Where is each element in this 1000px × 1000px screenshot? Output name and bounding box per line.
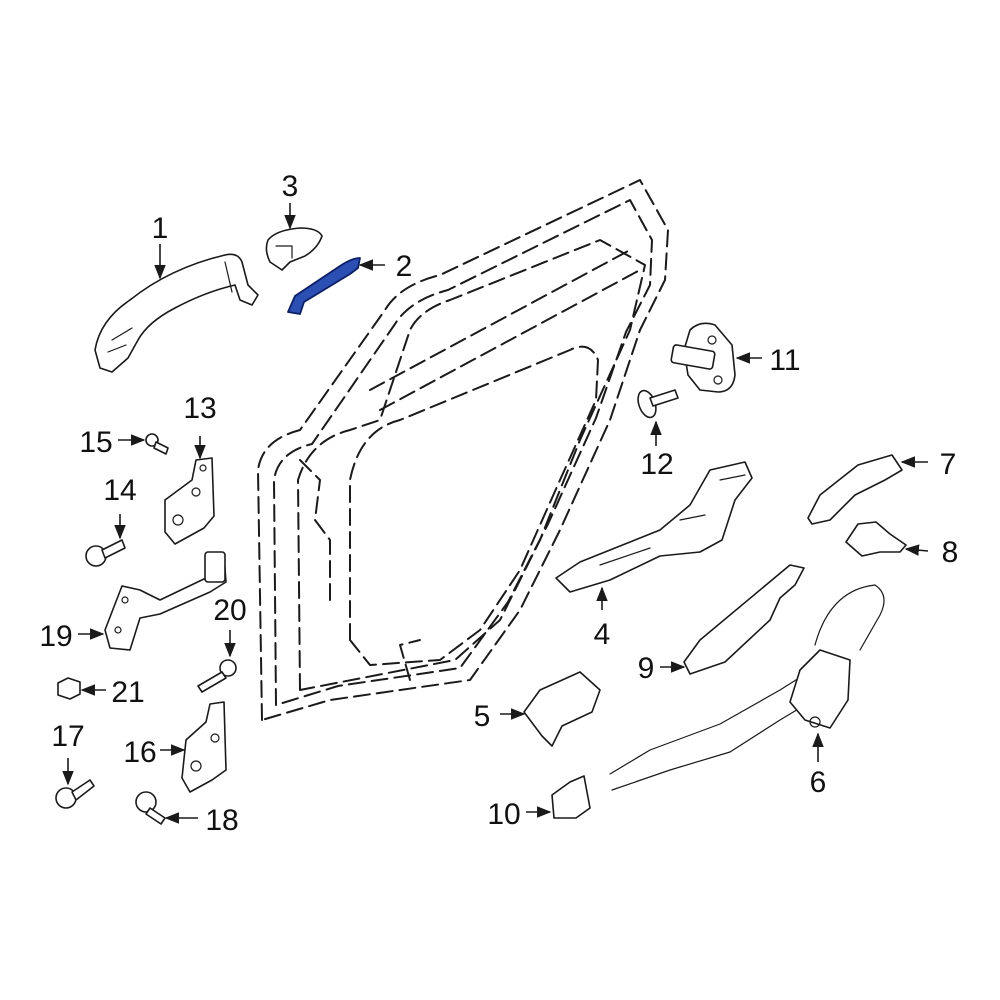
- door-check[interactable]: [104, 551, 227, 651]
- callout-14: 14: [103, 474, 136, 507]
- leader-lines: [62, 203, 929, 824]
- callout-labels: 1 2 3 4 5 6 7 8 9 10 11 12 13 14 15 16 1…: [39, 170, 958, 837]
- callout-4: 4: [594, 618, 611, 651]
- callout-6: 6: [810, 766, 827, 799]
- handle-cap[interactable]: [265, 227, 323, 271]
- handle-gasket[interactable]: [287, 257, 361, 315]
- outside-door-handle[interactable]: [94, 253, 259, 373]
- hinge-bolt-17[interactable]: [55, 779, 95, 809]
- upper-hinge[interactable]: [164, 457, 215, 545]
- callout-21: 21: [111, 676, 144, 709]
- cable-bracket[interactable]: [551, 775, 591, 819]
- inside-handle[interactable]: [523, 671, 601, 747]
- callout-13: 13: [183, 392, 216, 425]
- callout-1: 1: [152, 212, 169, 245]
- callout-9: 9: [638, 652, 655, 685]
- callout-8: 8: [942, 536, 959, 569]
- callout-3: 3: [282, 170, 299, 203]
- callout-11: 11: [769, 344, 800, 377]
- callout-7: 7: [940, 448, 957, 481]
- handle-bracket[interactable]: [555, 461, 753, 593]
- callout-10: 10: [487, 798, 520, 831]
- door-striker[interactable]: [670, 322, 736, 393]
- lock-cylinder[interactable]: [845, 521, 907, 557]
- lock-actuator[interactable]: [609, 584, 885, 791]
- callout-5: 5: [474, 700, 491, 733]
- check-bolt[interactable]: [197, 659, 237, 693]
- callout-15: 15: [79, 426, 112, 459]
- lower-hinge[interactable]: [181, 701, 227, 793]
- striker-bolt[interactable]: [635, 388, 679, 420]
- callout-20: 20: [213, 594, 246, 627]
- door-reinforcement[interactable]: [683, 564, 805, 675]
- trim-cover[interactable]: [807, 454, 903, 525]
- callout-16: 16: [123, 736, 156, 769]
- callout-19: 19: [39, 620, 72, 653]
- callout-17: 17: [51, 720, 84, 753]
- callout-18: 18: [205, 804, 238, 837]
- check-nut[interactable]: [57, 677, 81, 700]
- callout-2: 2: [396, 250, 413, 283]
- callout-12: 12: [640, 448, 673, 481]
- hinge-bolt-upper[interactable]: [145, 433, 169, 455]
- hinge-bolt-14[interactable]: [85, 539, 126, 567]
- hinge-bolt-18[interactable]: [135, 791, 166, 825]
- door-outline: [257, 179, 669, 721]
